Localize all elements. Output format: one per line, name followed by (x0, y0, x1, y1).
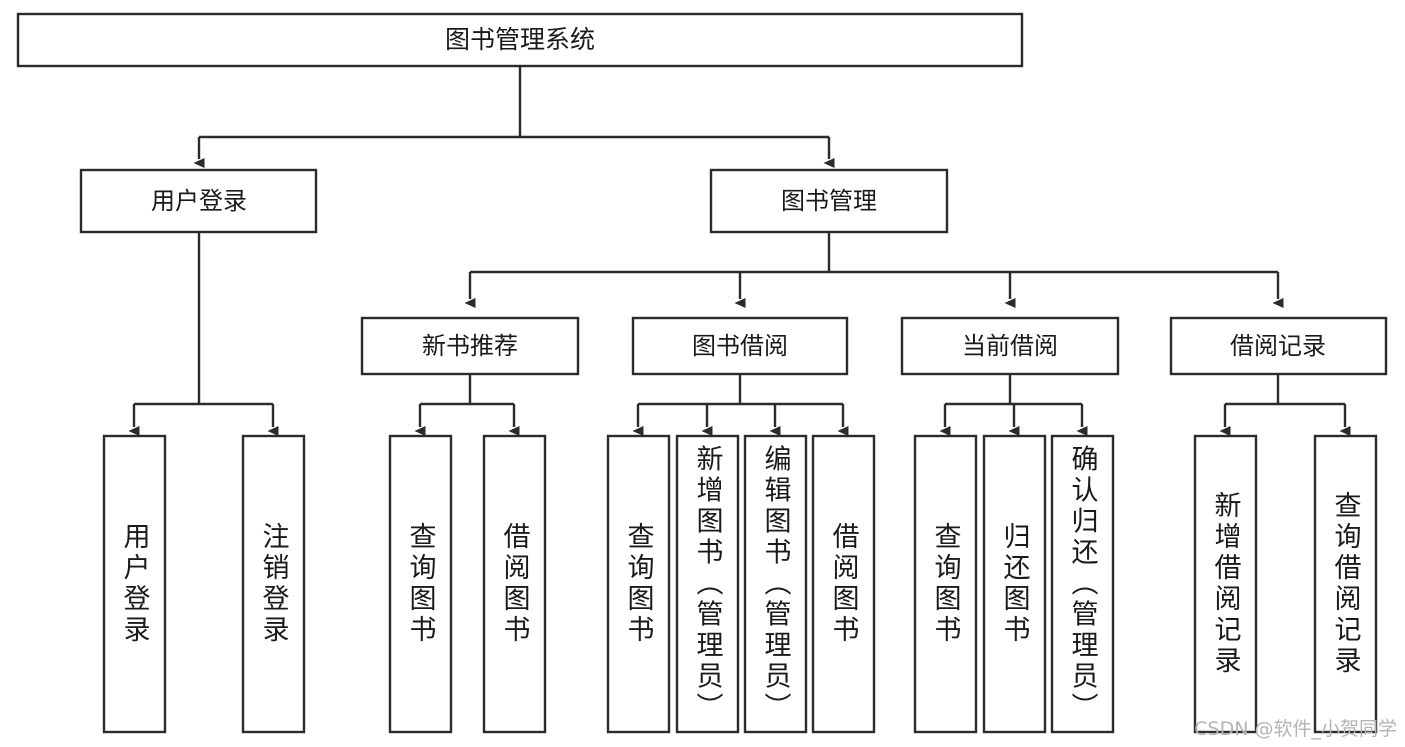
node-leaf-query-book-2-label: 查询图书 (623, 522, 655, 646)
node-book-manage-label: 图书管理 (781, 187, 877, 215)
node-current-borrow-box (900, 316, 1120, 376)
node-leaf-edit-book-box (743, 434, 808, 734)
node-leaf-logout-login[interactable]: 注销登录 (241, 434, 306, 734)
node-leaf-borrow-book-1-box (482, 434, 547, 734)
node-borrow-record[interactable]: 借阅记录 (1169, 316, 1388, 376)
node-book-manage[interactable]: 图书管理 (709, 168, 949, 234)
node-leaf-borrow-book-1[interactable]: 借阅图书 (482, 434, 547, 734)
node-leaf-confirm-return[interactable]: 确认归还（管理员） (1050, 434, 1115, 734)
node-book-borrow-label: 图书借阅 (692, 332, 788, 360)
node-leaf-borrow-book-1-label: 借阅图书 (499, 522, 531, 646)
node-user-login-box (79, 168, 318, 234)
node-leaf-borrow-book-2-box (811, 434, 876, 734)
node-borrow-record-box (1169, 316, 1388, 376)
node-root-box (16, 12, 1024, 68)
edge-layer (128, 66, 1351, 436)
node-leaf-add-record-box (1193, 434, 1258, 734)
node-book-manage-box (709, 168, 949, 234)
node-leaf-user-login-label: 用户登录 (119, 522, 151, 646)
node-leaf-add-record[interactable]: 新增借阅记录 (1193, 434, 1258, 734)
node-current-borrow-label: 当前借阅 (962, 332, 1058, 360)
node-leaf-add-record-label: 新增借阅记录 (1210, 491, 1242, 677)
node-leaf-query-record-label: 查询借阅记录 (1330, 491, 1362, 677)
node-leaf-return-book-label: 归还图书 (999, 522, 1031, 646)
node-leaf-add-book[interactable]: 新增图书（管理员） (675, 434, 740, 734)
node-leaf-query-book-3[interactable]: 查询图书 (913, 434, 978, 734)
node-book-borrow[interactable]: 图书借阅 (631, 316, 849, 376)
node-leaf-query-record-box (1313, 434, 1378, 734)
node-leaf-return-book[interactable]: 归还图书 (982, 434, 1047, 734)
node-new-book-recommend[interactable]: 新书推荐 (360, 316, 580, 376)
node-user-login[interactable]: 用户登录 (79, 168, 318, 234)
node-current-borrow[interactable]: 当前借阅 (900, 316, 1120, 376)
node-leaf-confirm-return-label: 确认归还（管理员） (1067, 444, 1099, 723)
node-user-login-label: 用户登录 (151, 187, 247, 215)
node-book-borrow-box (631, 316, 849, 376)
node-leaf-query-book-2-box (606, 434, 671, 734)
node-leaf-user-login-box (102, 434, 167, 734)
node-leaf-edit-book-label: 编辑图书（管理员） (760, 444, 792, 723)
node-leaf-logout-login-box (241, 434, 306, 734)
node-new-book-recommend-label: 新书推荐 (422, 332, 518, 360)
node-leaf-return-book-box (982, 434, 1047, 734)
node-leaf-add-book-label: 新增图书（管理员） (692, 444, 724, 723)
node-new-book-recommend-box (360, 316, 580, 376)
node-leaf-query-book-1-box (388, 434, 453, 734)
node-leaf-logout-login-label: 注销登录 (258, 522, 290, 646)
node-leaf-edit-book[interactable]: 编辑图书（管理员） (743, 434, 808, 734)
node-root[interactable]: 图书管理系统 (16, 12, 1024, 68)
node-leaf-borrow-book-2[interactable]: 借阅图书 (811, 434, 876, 734)
node-leaf-query-record[interactable]: 查询借阅记录 (1313, 434, 1378, 734)
node-root-label: 图书管理系统 (445, 25, 595, 54)
node-leaf-confirm-return-box (1050, 434, 1115, 734)
node-leaf-borrow-book-2-label: 借阅图书 (828, 522, 860, 646)
node-leaf-query-book-3-label: 查询图书 (930, 522, 962, 646)
node-leaf-query-book-3-box (913, 434, 978, 734)
node-leaf-query-book-2[interactable]: 查询图书 (606, 434, 671, 734)
node-leaf-query-book-1-label: 查询图书 (405, 522, 437, 646)
node-borrow-record-label: 借阅记录 (1230, 332, 1326, 360)
node-leaf-add-book-box (675, 434, 740, 734)
node-leaf-query-book-1[interactable]: 查询图书 (388, 434, 453, 734)
node-leaf-user-login[interactable]: 用户登录 (102, 434, 167, 734)
